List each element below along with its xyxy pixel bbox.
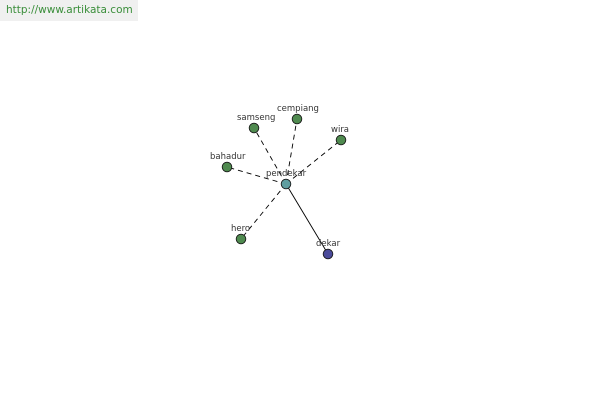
edge-dekar [285, 183, 329, 255]
edge-samseng [253, 127, 287, 185]
edge-hero [240, 183, 287, 240]
edge-bahadur [226, 166, 287, 185]
edge-wira [285, 139, 342, 185]
label-hero[interactable]: hero [231, 224, 250, 234]
graph-edges [226, 118, 342, 255]
node-cempiang[interactable] [291, 113, 303, 125]
source-url[interactable]: http://www.artikata.com [0, 0, 138, 21]
graph-nodes [221, 113, 347, 260]
label-bahadur[interactable]: bahadur [210, 152, 246, 162]
label-wira[interactable]: wira [331, 125, 349, 135]
label-cempiang[interactable]: cempiang [277, 104, 319, 114]
node-pendekar[interactable] [280, 178, 292, 190]
label-pendekar[interactable]: pendekar [266, 169, 307, 179]
node-wira[interactable] [335, 134, 347, 146]
node-dekar[interactable] [322, 248, 334, 260]
node-samseng[interactable] [248, 122, 260, 134]
edge-cempiang [285, 118, 298, 185]
label-dekar[interactable]: dekar [316, 239, 341, 249]
label-samseng[interactable]: samseng [237, 113, 275, 123]
node-hero[interactable] [235, 233, 247, 245]
node-bahadur[interactable] [221, 161, 233, 173]
